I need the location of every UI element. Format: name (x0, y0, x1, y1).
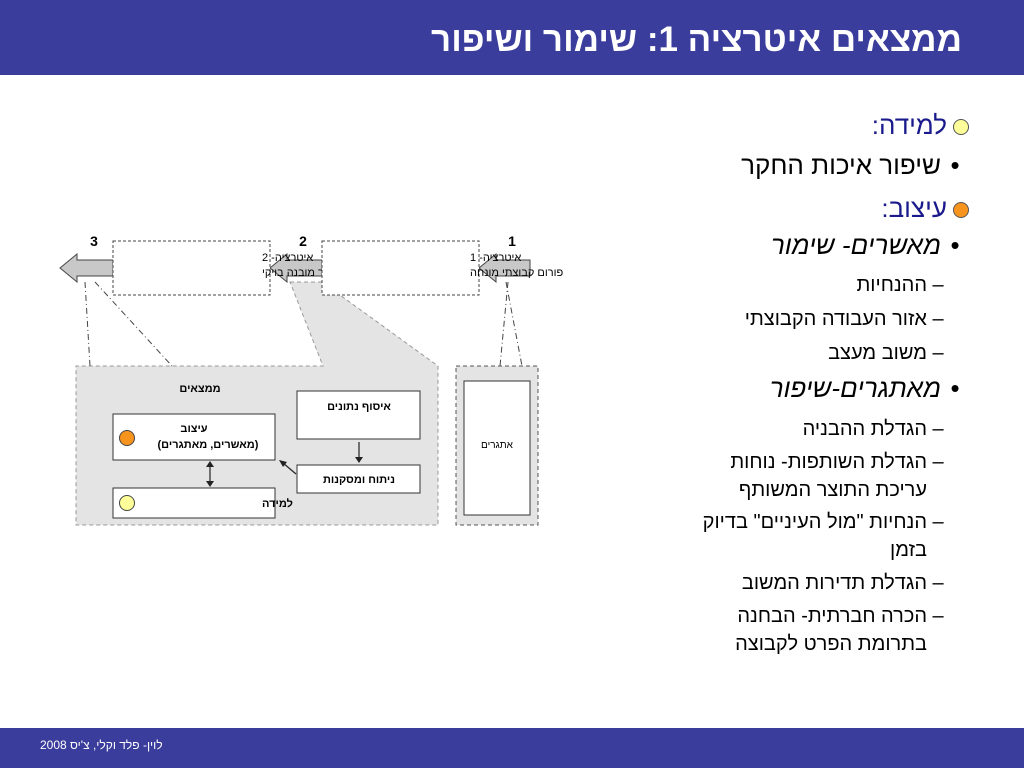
enablers-heading-line: • מאשרים- שימור (771, 230, 969, 261)
learning-heading-line: למידה: (872, 110, 969, 141)
dash-icon: – (932, 342, 944, 364)
step2-number: 2 (299, 233, 307, 249)
dash-icon: – (932, 572, 944, 594)
enabler-item: –ההנחיות (856, 274, 949, 297)
footer-credit: לוין- פלד וקלי, צ'יס 2008 (40, 738, 163, 752)
design-box (112, 413, 276, 461)
challenger-item-continued: בתרומת הפרט לקבוצה (735, 633, 927, 655)
footer-bar: לוין- פלד וקלי, צ'יס 2008 (0, 728, 1024, 768)
learning-item-line: • שיפור איכות החקר (741, 150, 969, 181)
challengers-heading-line: • מאתגרים-שיפור (770, 373, 969, 404)
iteration1-subtitle: פורום קבוצתי מונחה (470, 267, 563, 279)
findings-label: ממצאים (179, 383, 220, 395)
analysis-box (296, 464, 421, 494)
step3-arrow-icon (59, 252, 114, 284)
enablers-heading: מאשרים- שימור (770, 230, 941, 260)
dash-icon: – (932, 451, 944, 473)
iteration2-title: איטרציה- 2 (262, 252, 313, 264)
enabler-item: –אזור העבודה הקבוצתי (745, 308, 949, 331)
dash-icon: – (932, 308, 944, 330)
step1-number: 1 (508, 233, 516, 249)
analysis-label: ניתוח ומסקנות (323, 474, 395, 486)
callout-line (84, 281, 91, 367)
callout-line (499, 281, 509, 367)
title-bar: ממצאים איטרציה 1: שימור ושיפור (0, 0, 1024, 75)
bullet-icon: • (950, 230, 960, 260)
challenger-item-continued: עריכת התוצר המשותף (738, 479, 927, 501)
learning-heading: למידה: (871, 110, 947, 140)
learning-circle-icon (119, 495, 135, 511)
arrow-down-icon (206, 481, 214, 487)
arrow-up-icon (206, 461, 214, 467)
design-circle-icon (119, 430, 135, 446)
dash-icon: – (932, 418, 944, 440)
design-detail: (מאשרים, מאתגרים) (158, 439, 259, 451)
challenger-item: –הנחיות "מול העיניים" בדיוק (703, 511, 949, 534)
iteration1-title: איטרציה- 1 (470, 252, 521, 264)
arrow-icon (279, 460, 287, 467)
iteration2-box (112, 240, 271, 296)
callout-line (94, 281, 173, 367)
challengers-box (463, 380, 531, 516)
data-collection-label: איסוף נתונים (327, 401, 391, 413)
learning-circle-icon (953, 119, 969, 136)
challenger-item-continued: בזמן (890, 539, 927, 561)
design-heading: עיצוב: (881, 193, 947, 223)
learning-label: למידה (262, 497, 293, 510)
challenger-item: –הכרה חברתית- הבחנה (737, 605, 949, 628)
challenger-item: –הגדלת תדירות המשוב (742, 572, 949, 595)
slide-title: ממצאים איטרציה 1: שימור ושיפור (431, 20, 962, 59)
design-circle-icon (953, 202, 969, 219)
challenger-item: –הגדלת השותפות- נוחות (730, 451, 949, 474)
iteration2-subtitle: חקר מובנה בויקי (262, 267, 338, 279)
arrow-down-icon (355, 457, 363, 463)
dash-icon: – (932, 605, 944, 627)
challengers-label: אתגרים (481, 440, 514, 451)
bullet-icon: • (950, 373, 960, 403)
flow-arrow-line (282, 462, 297, 475)
learning-box (112, 487, 276, 519)
challengers-heading: מאתגרים-שיפור (769, 373, 941, 403)
findings-panel (75, 281, 439, 526)
callout-line (505, 281, 523, 367)
dash-icon: – (932, 274, 944, 296)
step1-arrow-icon (478, 252, 531, 284)
enabler-item: –משוב מעצב (828, 342, 949, 365)
data-collection-box (296, 390, 421, 440)
bullet-icon: • (950, 150, 960, 180)
design-heading-line: עיצוב: (881, 193, 969, 224)
design-label: עיצוב (180, 423, 207, 435)
learning-item: שיפור איכות החקר (741, 150, 941, 180)
challenger-item: –הגדלת ההבניה (803, 418, 949, 441)
step3-number: 3 (90, 233, 98, 249)
dash-icon: – (932, 511, 944, 533)
iteration1-box (321, 240, 480, 296)
